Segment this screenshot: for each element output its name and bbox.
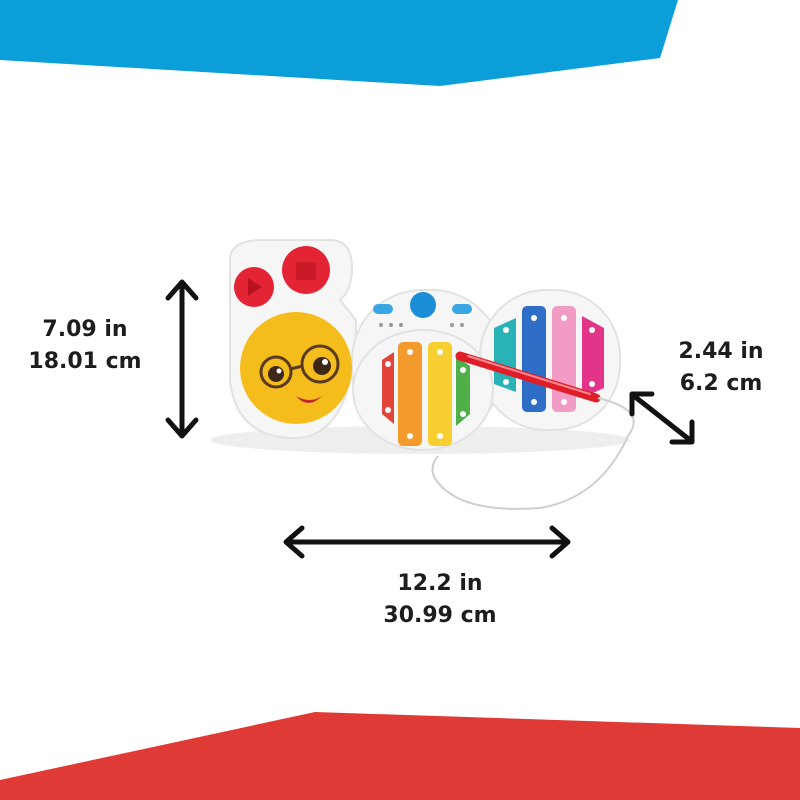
width-metric: 30.99 cm bbox=[383, 603, 497, 628]
toy-middle-pod bbox=[352, 329, 494, 451]
bottom-red-band bbox=[0, 712, 800, 800]
music-note-icon bbox=[450, 323, 454, 327]
blue-button-left bbox=[373, 304, 393, 314]
depth-dimension-label: 2.44 in 6.2 cm bbox=[656, 336, 786, 400]
mode-indicator-icon bbox=[379, 323, 383, 327]
loop-icon bbox=[460, 323, 464, 327]
mallet-highlight bbox=[467, 355, 591, 395]
volume-low-icon bbox=[389, 323, 393, 327]
glasses-bridge bbox=[289, 364, 304, 371]
blue-button-right bbox=[452, 304, 472, 314]
width-imperial: 12.2 in bbox=[397, 571, 483, 596]
height-arrow bbox=[165, 279, 199, 439]
volume-high-icon bbox=[399, 323, 403, 327]
mouth-icon bbox=[296, 396, 322, 403]
depth-metric: 6.2 cm bbox=[679, 371, 763, 396]
glasses-right-icon bbox=[300, 344, 340, 384]
height-imperial: 7.09 in bbox=[42, 317, 128, 342]
height-metric: 18.01 cm bbox=[28, 349, 142, 374]
mallet-string bbox=[431, 397, 635, 510]
mallet bbox=[455, 351, 601, 403]
play-icon bbox=[248, 278, 262, 296]
eye-left-icon bbox=[268, 366, 284, 382]
glasses-left-icon bbox=[259, 355, 293, 389]
eye-right-glint bbox=[322, 359, 328, 365]
stop-icon bbox=[296, 262, 316, 280]
eye-left-glint bbox=[276, 368, 282, 374]
depth-arrow bbox=[629, 391, 695, 445]
left-xylophone-keys bbox=[382, 342, 470, 446]
top-blue-band bbox=[0, 0, 678, 86]
eye-right-icon bbox=[313, 357, 331, 375]
xylophone-caterpillar-toy bbox=[229, 239, 635, 510]
width-arrow bbox=[283, 525, 571, 559]
depth-imperial: 2.44 in bbox=[678, 339, 764, 364]
height-dimension-label: 7.09 in 18.01 cm bbox=[20, 314, 150, 378]
blue-play-button bbox=[410, 292, 436, 318]
width-dimension-label: 12.2 in 30.99 cm bbox=[350, 568, 530, 632]
